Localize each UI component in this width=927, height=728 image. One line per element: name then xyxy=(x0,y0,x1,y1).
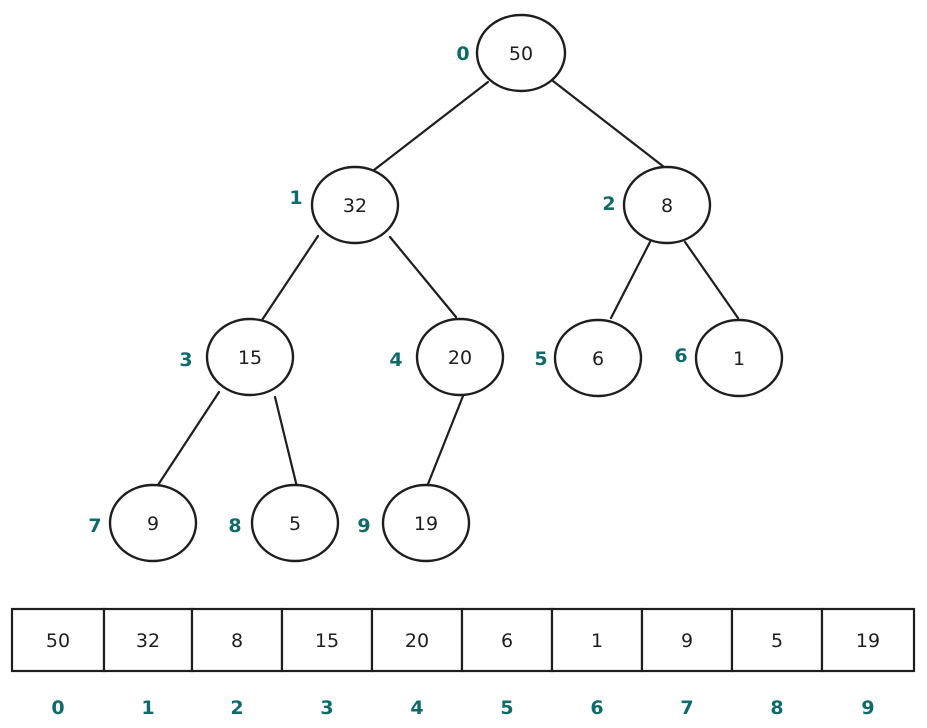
tree-node-circle xyxy=(108,483,198,563)
tree-node-value: 9 xyxy=(147,513,159,535)
tree-node-5: 65 xyxy=(534,318,643,398)
tree-node-circle xyxy=(250,483,340,563)
array-index-label: 8 xyxy=(770,697,783,719)
tree-node-8: 58 xyxy=(228,483,340,563)
tree-node-4: 20 4 xyxy=(389,317,505,397)
tree-node-circle xyxy=(622,165,712,245)
tree-node-value: 8 xyxy=(661,195,673,217)
array-cell-9: 19 9 xyxy=(820,607,916,719)
tree-node-1: 32 1 xyxy=(289,165,400,245)
tree-node-circle xyxy=(694,318,784,398)
array-cell-value: 19 xyxy=(856,630,880,652)
tree-node-index: 7 xyxy=(88,515,101,537)
tree-node-0: 50 0 xyxy=(456,13,567,93)
array-cell-value: 9 xyxy=(681,630,693,652)
tree-node-7: 97 xyxy=(88,483,198,563)
tree-node-2: 82 xyxy=(602,165,712,245)
tree-node-6: 16 xyxy=(674,318,784,398)
tree-node-index: 9 xyxy=(357,515,370,537)
array-cell-box xyxy=(370,607,464,673)
array-cell-value: 15 xyxy=(315,630,339,652)
tree-edge-3-7 xyxy=(156,390,221,487)
array-cell-0: 50 0 xyxy=(10,607,106,719)
array-cell-1: 32 1 xyxy=(102,607,194,719)
array-cell-value: 8 xyxy=(231,630,243,652)
array-cell-4: 20 4 xyxy=(370,607,464,719)
tree-node-value: 5 xyxy=(289,513,301,535)
array-cell-2: 82 xyxy=(190,607,284,719)
array-index-label: 7 xyxy=(680,697,693,719)
tree-node-index: 2 xyxy=(602,193,615,215)
tree-edge-1-4 xyxy=(388,235,458,319)
array-index-label: 2 xyxy=(230,697,243,719)
array-index-label: 5 xyxy=(500,697,513,719)
tree-node-index: 5 xyxy=(534,348,547,370)
array-cell-value: 6 xyxy=(501,630,513,652)
tree-node-value: 6 xyxy=(592,348,604,370)
tree-node-index: 1 xyxy=(289,187,302,209)
tree-edges xyxy=(156,79,740,489)
array-cell-value: 32 xyxy=(136,630,160,652)
tree-node-value: 15 xyxy=(238,347,262,369)
array-cell-7: 97 xyxy=(640,607,734,719)
array-index-label: 6 xyxy=(590,697,603,719)
tree-node-3: 15 3 xyxy=(179,317,295,397)
array-cell-box xyxy=(640,607,734,673)
array-index-label: 3 xyxy=(320,697,333,719)
array-cell-value: 5 xyxy=(771,630,783,652)
tree-node-circle xyxy=(310,165,400,245)
array-cell-box xyxy=(820,607,916,673)
array-cell-6: 16 xyxy=(550,607,644,719)
tree-node-circle xyxy=(381,483,471,563)
tree-node-value: 20 xyxy=(448,347,472,369)
tree-node-circle xyxy=(475,13,567,93)
tree-node-index: 3 xyxy=(179,349,192,371)
tree-edge-0-2 xyxy=(551,79,666,169)
tree-node-index: 0 xyxy=(456,43,469,65)
array-index-label: 0 xyxy=(51,697,64,719)
tree-node-index: 4 xyxy=(389,349,402,371)
array-cell-8: 58 xyxy=(730,607,824,719)
tree-node-circle xyxy=(415,317,505,397)
array-cell-value: 1 xyxy=(591,630,603,652)
tree-node-value: 1 xyxy=(733,348,745,370)
tree-node-circle xyxy=(205,317,295,397)
tree-node-value: 19 xyxy=(414,513,438,535)
tree-node-value: 50 xyxy=(509,43,533,65)
tree-node-9: 19 9 xyxy=(357,483,471,563)
tree-node-index: 8 xyxy=(228,515,241,537)
tree-node-index: 6 xyxy=(674,345,687,367)
array-cell-5: 65 xyxy=(460,607,554,719)
tree-edge-1-3 xyxy=(260,234,320,322)
array-cell-box xyxy=(550,607,644,673)
array-cell-3: 15 3 xyxy=(280,607,374,719)
tree-edge-0-1 xyxy=(372,80,490,172)
array-index-label: 4 xyxy=(410,697,423,719)
tree-edge-2-5 xyxy=(609,240,652,320)
tree-node-value: 32 xyxy=(343,195,367,217)
tree-node-circle xyxy=(553,318,643,398)
array-cell-box xyxy=(460,607,554,673)
array-cell-value: 20 xyxy=(405,630,429,652)
tree-edge-2-6 xyxy=(683,240,740,320)
array-cell-value: 50 xyxy=(46,630,70,652)
tree-edge-4-9 xyxy=(426,394,465,486)
array-index-label: 1 xyxy=(141,697,154,719)
array-cell-box xyxy=(280,607,374,673)
tree-edge-3-8 xyxy=(273,395,299,489)
array-index-label: 9 xyxy=(861,697,874,719)
